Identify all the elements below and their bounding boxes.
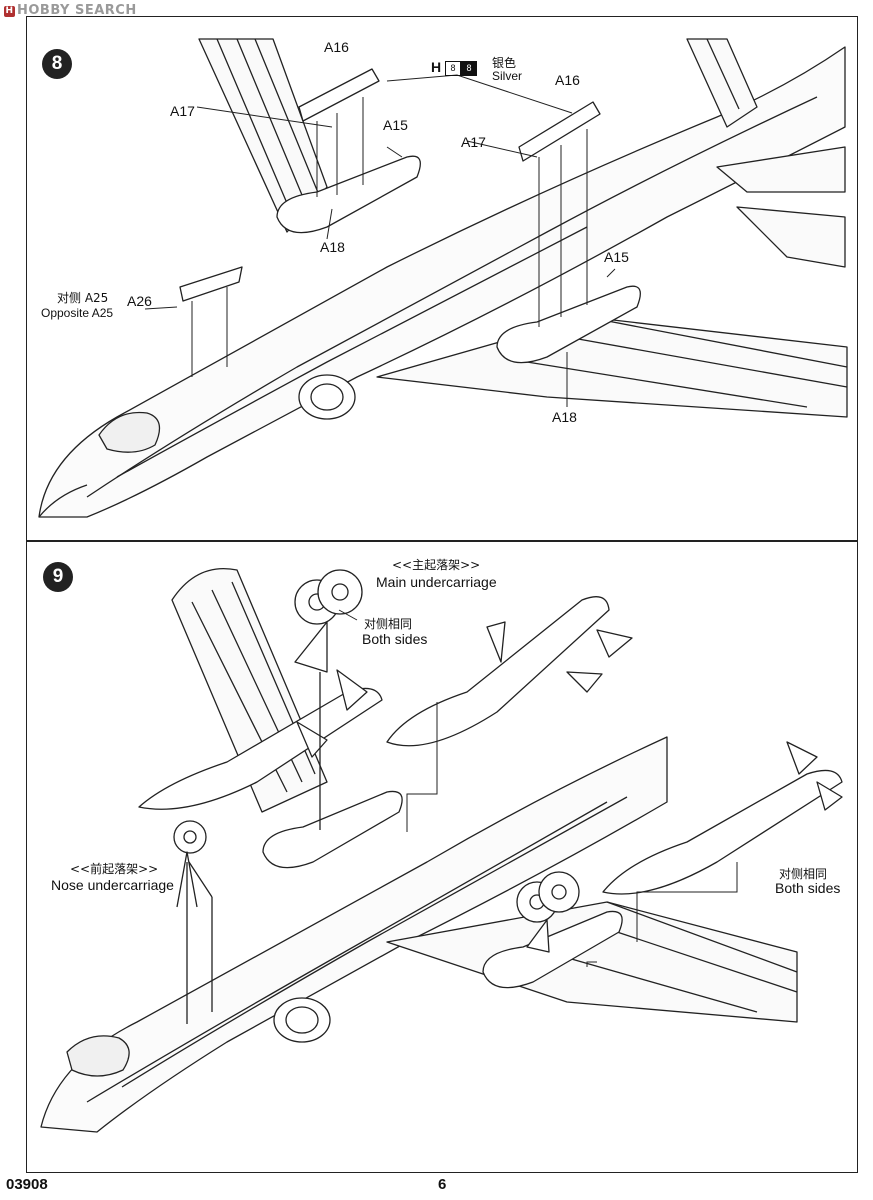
both-sides-cn-1: 对侧相同 xyxy=(364,617,413,631)
opposite-a25-en: Opposite A25 xyxy=(41,306,114,320)
product-code: 03908 xyxy=(6,1176,48,1193)
step-8-badge: 8 xyxy=(42,49,72,79)
main-undercarriage-cn: <<主起落架>> xyxy=(392,558,481,572)
step-8-aircraft-drawing xyxy=(38,38,848,518)
both-sides-en-1: Both sides xyxy=(362,631,428,647)
both-sides-cn-2: 对侧相同 xyxy=(779,867,828,881)
paint-letter: H xyxy=(431,59,442,75)
nose-undercarriage-cn: <<前起落架>> xyxy=(70,862,159,876)
page-number: 6 xyxy=(438,1176,447,1193)
step-8-panel: 8 A16 A17 A15 A18 A16 A17 A15 A18 A26 对侧… xyxy=(26,16,858,541)
step-8-number: 8 xyxy=(51,53,63,74)
hobby-search-logo-icon: H xyxy=(4,6,15,17)
nose-undercarriage-en: Nose undercarriage xyxy=(51,877,174,893)
opposite-a25-cn: 对侧 A25 xyxy=(57,291,109,305)
watermark-text: HOBBY SEARCH xyxy=(17,3,137,18)
part-label-a17-left: A17 xyxy=(170,103,195,119)
paint-code-2: 8 xyxy=(461,61,478,76)
paint-code-1: 8 xyxy=(445,61,462,76)
paint-name-cn: 银色 xyxy=(492,56,517,70)
part-label-a26: A26 xyxy=(127,293,152,309)
paint-name-en: Silver xyxy=(492,69,523,83)
step-9-panel: 9 <<主起落架>> Main undercarriage 对侧相同 Both … xyxy=(26,541,858,1173)
both-sides-en-2: Both sides xyxy=(775,880,841,896)
step-9-badge: 9 xyxy=(43,562,73,592)
part-label-a16-right: A16 xyxy=(555,72,580,88)
part-label-a18-left: A18 xyxy=(320,239,345,255)
part-label-a17-right: A17 xyxy=(461,134,486,150)
main-undercarriage-en: Main undercarriage xyxy=(376,574,497,590)
part-label-a16-left: A16 xyxy=(324,39,349,55)
part-label-a15-right: A15 xyxy=(604,249,629,265)
step-9-number: 9 xyxy=(52,566,64,587)
part-label-a18-right: A18 xyxy=(552,409,577,425)
part-label-a15-left: A15 xyxy=(383,117,408,133)
step-9-aircraft-drawing xyxy=(40,567,843,1133)
